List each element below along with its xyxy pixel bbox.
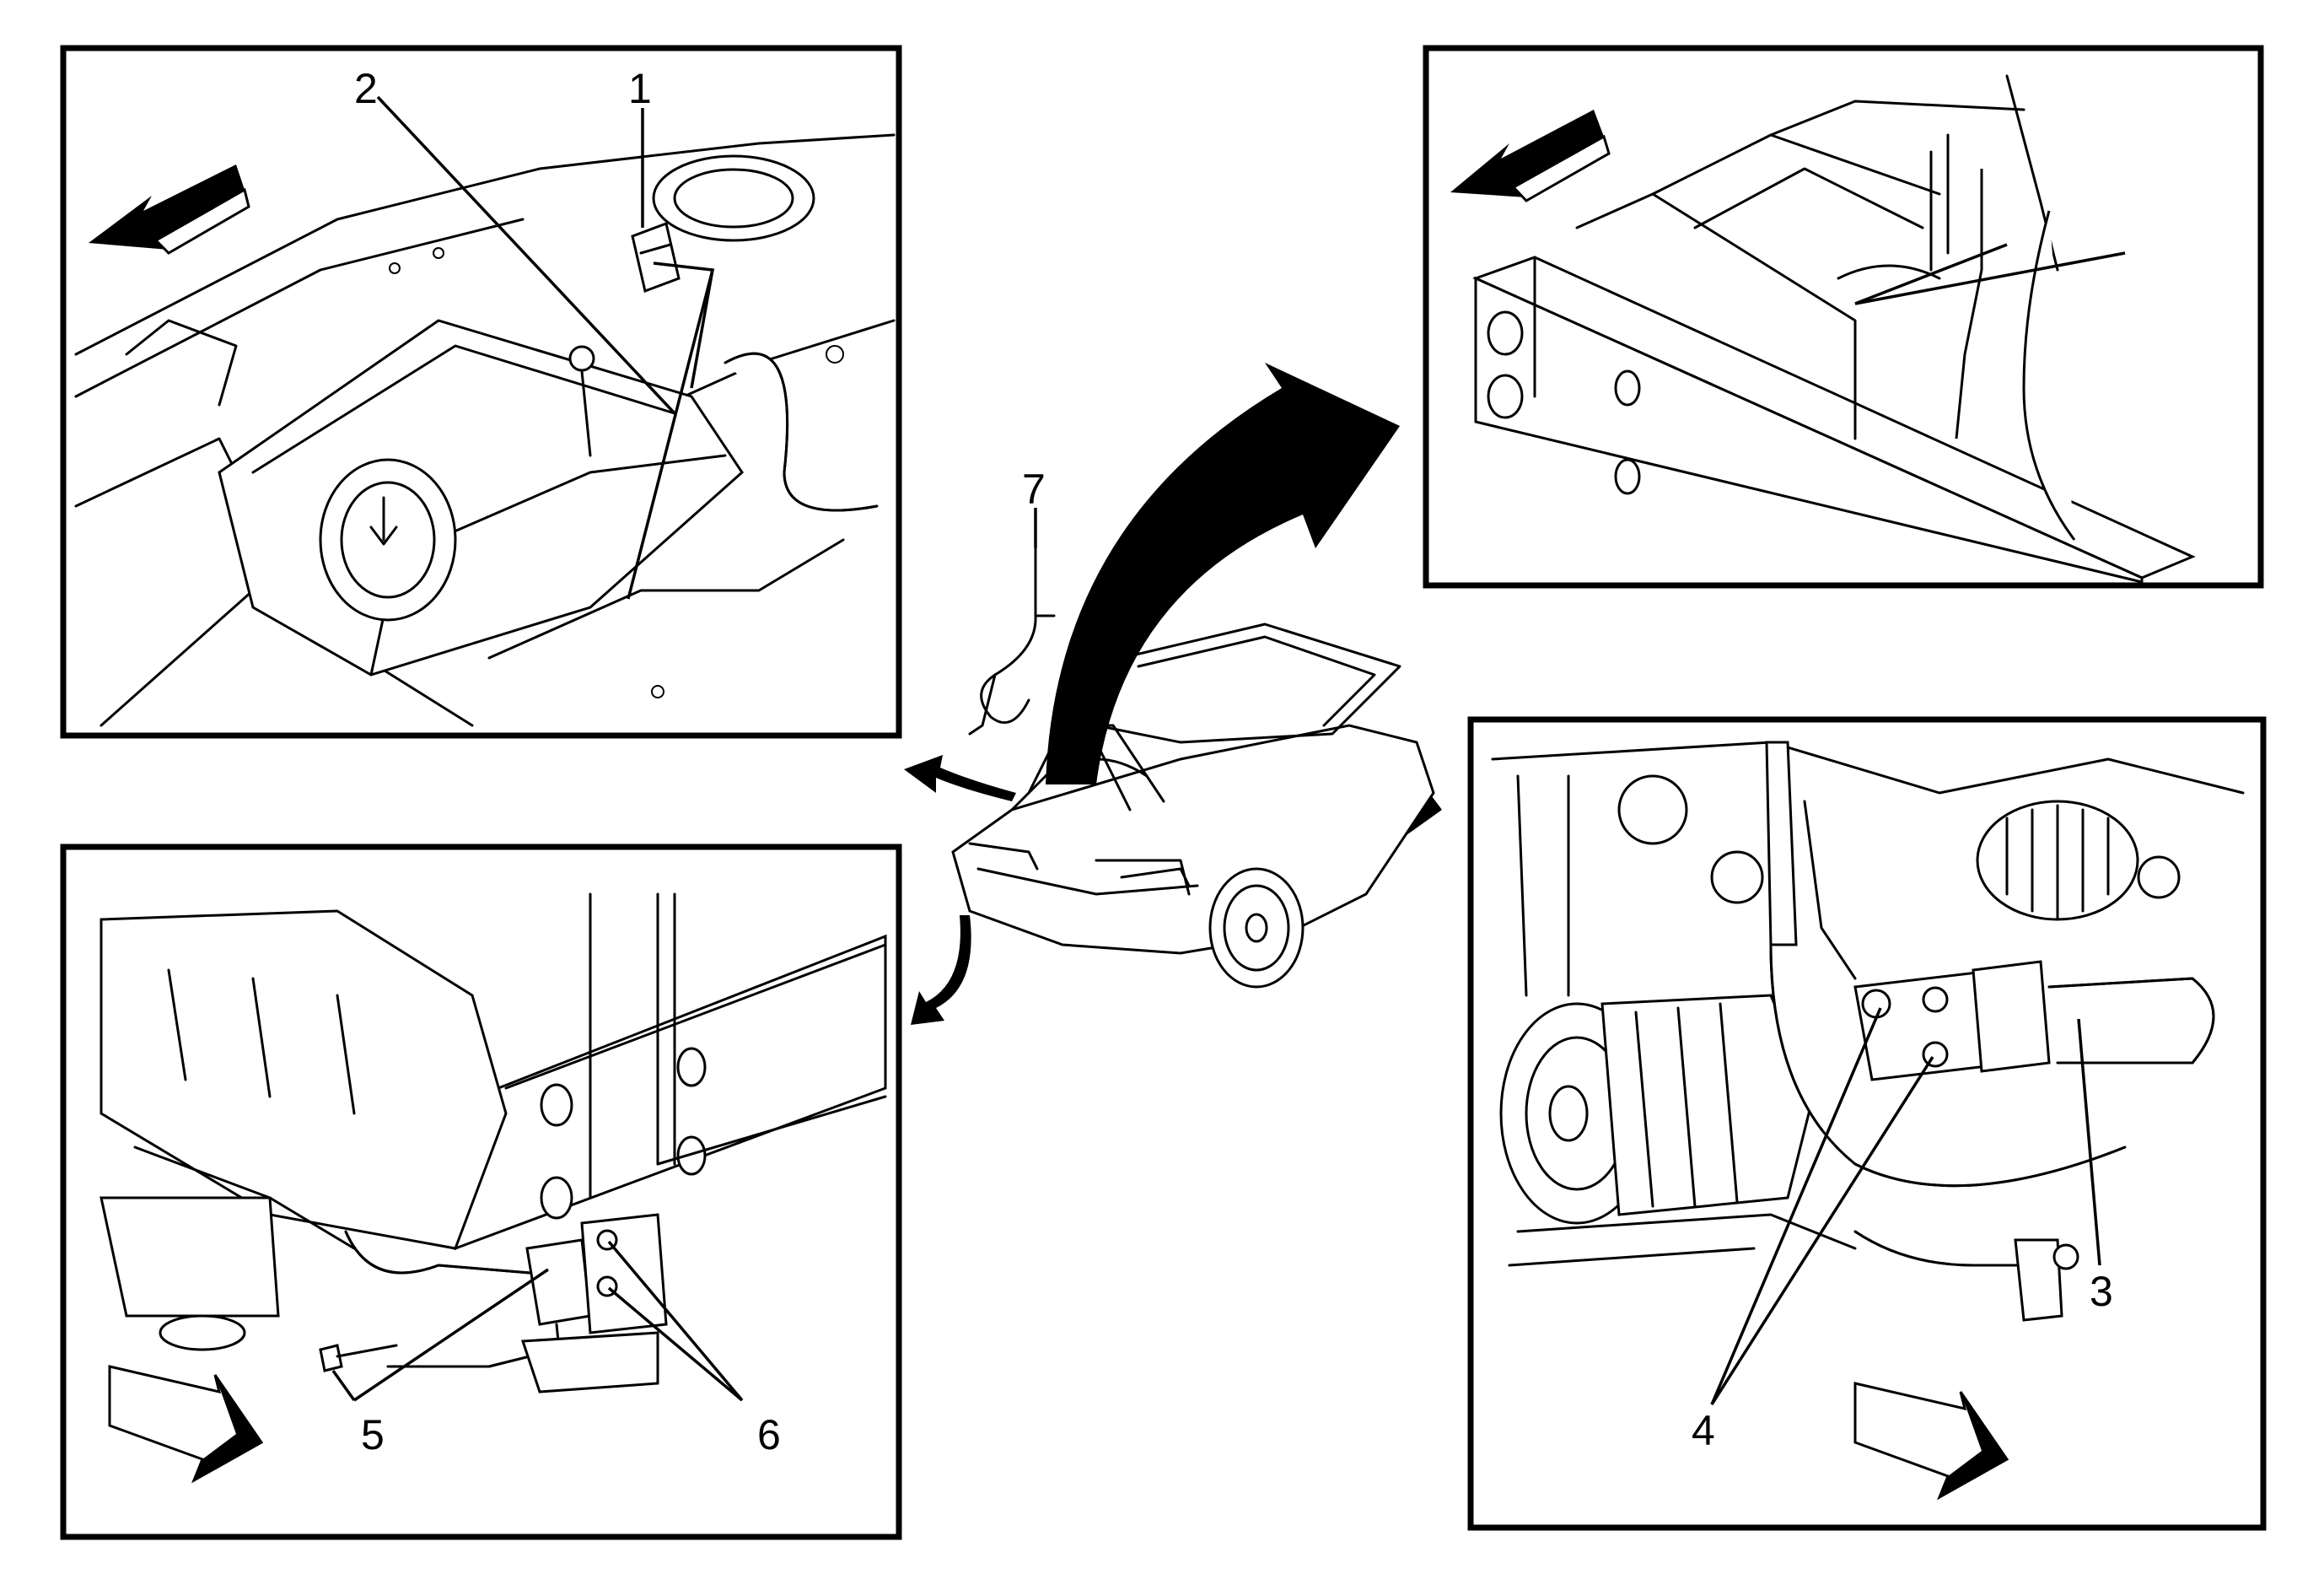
- callout-4-label: 4: [1692, 1407, 1715, 1454]
- callout-2-leader-a: [376, 95, 676, 415]
- view-pointer-arrow-icon: [904, 755, 1016, 801]
- callout-7-label: 7: [1022, 466, 1046, 513]
- front-direction-arrow-icon: [1853, 1382, 2009, 1501]
- callout-6-leader-b: [607, 1286, 744, 1402]
- callout-3-leader: [2077, 1018, 2101, 1266]
- callout-1-label: 1: [628, 65, 652, 112]
- callout-5-leader: [331, 1268, 549, 1402]
- vehicle-overview: 7: [904, 363, 1442, 1025]
- subframe-illustration: [100, 892, 887, 1393]
- bumper-area-illustration: [1471, 74, 2196, 584]
- callout-4-leader-b: [1710, 1056, 1934, 1405]
- callout-6-label: 6: [757, 1411, 781, 1458]
- callout-6-leader-a: [607, 1240, 744, 1402]
- panel-bottom-right-compressor: 3 4: [1467, 716, 2267, 1531]
- connection-point-leader-b: [1854, 251, 2126, 305]
- panel-top-left-air-cleaner: 1 2: [60, 45, 902, 739]
- callout-2-label: 2: [354, 65, 378, 112]
- panel-bottom-left-line-fitting: 5 6: [60, 844, 902, 1540]
- view-pointer-arrow-icon: [911, 915, 971, 1025]
- callout-3-label: 3: [2090, 1268, 2113, 1315]
- front-direction-arrow-icon: [89, 164, 250, 255]
- wiring-harness-illustration: [968, 547, 1056, 736]
- air-cleaner-illustration: [74, 133, 896, 727]
- front-direction-arrow-icon: [108, 1365, 264, 1484]
- callout-5-label: 5: [361, 1411, 385, 1458]
- connection-point-leader-a: [1854, 243, 2008, 305]
- front-direction-arrow-icon: [1450, 110, 1611, 202]
- vehicle-illustration: [951, 623, 1435, 989]
- panel-top-right-front-lines: [1423, 45, 2264, 589]
- callout-4-leader-a: [1710, 1007, 1882, 1405]
- view-pointer-arrow-icon: [1046, 363, 1400, 784]
- callout-2-leader-c: [690, 269, 714, 389]
- engine-compressor-illustration: [1491, 741, 2245, 1322]
